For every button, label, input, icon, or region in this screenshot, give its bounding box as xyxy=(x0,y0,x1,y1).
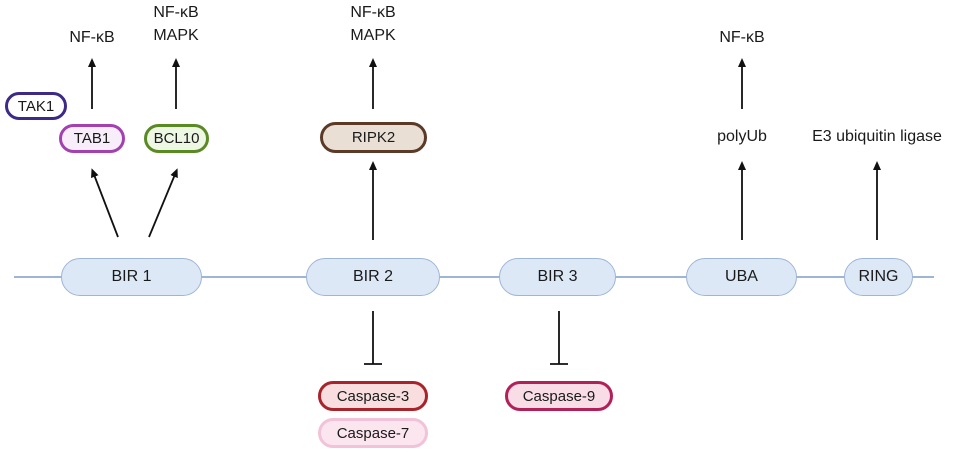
partner-caspase-3: Caspase-3 xyxy=(318,381,428,411)
partner-caspase-9: Caspase-9 xyxy=(505,381,613,411)
output-uba-nfkb: NF-κB xyxy=(719,29,765,46)
partner-tak1: TAK1 xyxy=(5,92,67,120)
domain-bir3: BIR 3 xyxy=(499,258,616,296)
partner-ripk2: RIPK2 xyxy=(320,122,427,153)
partner-tab1: TAB1 xyxy=(59,124,125,153)
output-bcl10-nfkb: NF-κB xyxy=(153,4,199,21)
arrow-bir1-to-tab1 xyxy=(91,168,119,238)
domain-uba: UBA xyxy=(686,258,797,296)
partner-caspase-3-label: Caspase-3 xyxy=(336,387,410,405)
domain-bir3-label: BIR 3 xyxy=(537,268,578,285)
domain-uba-label: UBA xyxy=(725,268,758,285)
output-ripk2-nfkb: NF-κB xyxy=(350,4,396,21)
partner-bcl10: BCL10 xyxy=(144,124,209,153)
output-bcl10-mapk: MAPK xyxy=(153,27,199,44)
partner-ripk2-label: RIPK2 xyxy=(351,129,396,146)
partner-tab1-label: TAB1 xyxy=(73,130,111,147)
partner-tak1-label: TAK1 xyxy=(17,97,55,115)
domain-ring-label: RING xyxy=(858,268,899,285)
arrow-bir1-to-bcl10 xyxy=(148,168,178,238)
output-uba-polyub: polyUb xyxy=(717,128,767,145)
partner-caspase-7: Caspase-7 xyxy=(318,418,428,448)
domain-bir2-label: BIR 2 xyxy=(352,268,393,285)
domain-bir1: BIR 1 xyxy=(61,258,202,296)
domain-ring: RING xyxy=(844,258,913,296)
partner-caspase-7-label: Caspase-7 xyxy=(336,424,410,442)
output-tab1-nfkb: NF-κB xyxy=(69,29,115,46)
partner-bcl10-label: BCL10 xyxy=(153,130,200,147)
output-ring-e3-ligase: E3 ubiquitin ligase xyxy=(812,128,942,145)
domain-bir2: BIR 2 xyxy=(306,258,440,296)
domain-bir1-label: BIR 1 xyxy=(111,268,152,285)
output-ripk2-mapk: MAPK xyxy=(350,27,396,44)
partner-caspase-9-label: Caspase-9 xyxy=(522,387,596,405)
